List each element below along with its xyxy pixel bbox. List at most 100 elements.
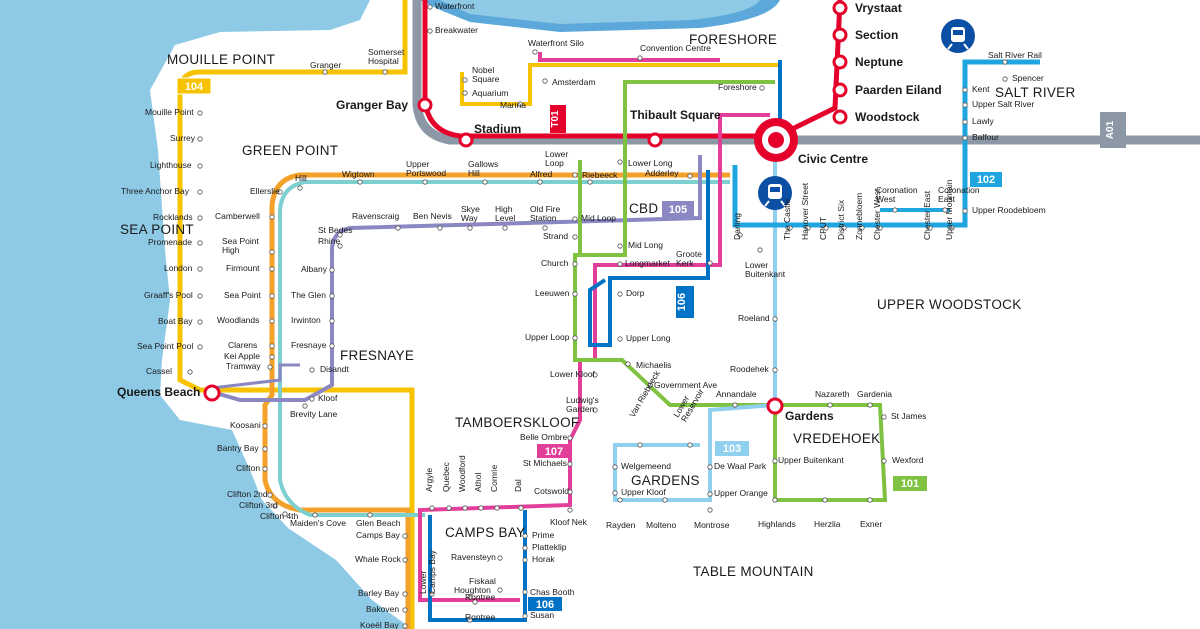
stop-dot[interactable] [402,591,408,597]
station-granger-bay[interactable] [417,97,433,113]
stop-dot[interactable] [787,225,793,231]
stop-dot[interactable] [881,458,887,464]
stop-dot[interactable] [859,225,865,231]
stop-dot[interactable] [472,599,478,605]
station-section[interactable] [832,27,848,43]
stop-dot[interactable] [867,497,873,503]
stop-dot[interactable] [572,291,578,297]
stop-dot[interactable] [382,69,388,75]
stop-dot[interactable] [367,512,373,518]
stop-dot[interactable] [827,402,833,408]
stop-dot[interactable] [687,173,693,179]
stop-dot[interactable] [269,249,275,255]
stop-dot[interactable] [759,85,765,91]
stop-dot[interactable] [572,216,578,222]
stop-dot[interactable] [567,507,573,513]
stop-dot[interactable] [329,267,335,273]
station-stadium[interactable] [458,132,474,148]
stop-dot[interactable] [309,396,315,402]
stop-dot[interactable] [822,497,828,503]
stop-dot[interactable] [962,87,968,93]
stop-dot[interactable] [402,607,408,613]
stop-dot[interactable] [927,225,933,231]
stop-dot[interactable] [687,442,693,448]
stop-dot[interactable] [197,319,203,325]
stop-dot[interactable] [494,505,500,511]
stop-dot[interactable] [269,318,275,324]
stop-dot[interactable] [567,435,573,441]
stop-dot[interactable] [429,505,435,511]
stop-dot[interactable] [647,382,653,388]
stop-dot[interactable] [542,78,548,84]
stop-dot[interactable] [567,489,573,495]
stop-dot[interactable] [962,102,968,108]
stop-dot[interactable] [197,136,203,142]
stop-dot[interactable] [197,110,203,116]
stop-dot[interactable] [197,293,203,299]
stop-dot[interactable] [772,497,778,503]
stop-dot[interactable] [478,505,484,511]
stop-dot[interactable] [612,490,618,496]
stop-dot[interactable] [592,407,598,413]
stop-dot[interactable] [572,172,578,178]
stop-dot[interactable] [841,225,847,231]
stop-dot[interactable] [612,464,618,470]
stop-dot[interactable] [772,367,778,373]
stop-dot[interactable] [637,442,643,448]
stop-dot[interactable] [269,214,275,220]
stop-dot[interactable] [867,402,873,408]
stop-dot[interactable] [542,225,548,231]
stop-dot[interactable] [272,503,278,509]
stop-dot[interactable] [707,491,713,497]
stop-dot[interactable] [309,367,315,373]
stop-dot[interactable] [707,260,713,266]
stop-dot[interactable] [617,336,623,342]
stop-dot[interactable] [617,261,623,267]
stop-dot[interactable] [1002,76,1008,82]
stop-dot[interactable] [942,207,948,213]
stop-dot[interactable] [962,119,968,125]
station-paarden-eiland[interactable] [832,82,848,98]
stop-dot[interactable] [962,208,968,214]
stop-dot[interactable] [537,179,543,185]
stop-dot[interactable] [518,505,524,511]
stop-dot[interactable] [522,589,528,595]
stop-dot[interactable] [197,344,203,350]
stop-dot[interactable] [625,361,631,367]
stop-dot[interactable] [197,215,203,221]
stop-dot[interactable] [297,185,303,191]
stop-dot[interactable] [497,555,503,561]
stop-dot[interactable] [662,497,668,503]
stop-dot[interactable] [427,28,433,34]
stop-dot[interactable] [262,423,268,429]
stop-dot[interactable] [522,545,528,551]
stop-dot[interactable] [757,247,763,253]
stop-dot[interactable] [502,225,508,231]
stop-dot[interactable] [522,557,528,563]
stop-dot[interactable] [329,318,335,324]
stop-dot[interactable] [262,446,268,452]
stop-dot[interactable] [277,189,283,195]
stop-dot[interactable] [269,293,275,299]
stop-dot[interactable] [522,533,528,539]
stop-dot[interactable] [282,511,288,517]
stop-dot[interactable] [617,497,623,503]
stop-dot[interactable] [532,49,538,55]
stop-dot[interactable] [429,591,435,597]
stop-dot[interactable] [197,240,203,246]
stop-dot[interactable] [262,466,268,472]
stop-dot[interactable] [772,458,778,464]
stop-dot[interactable] [329,343,335,349]
stop-dot[interactable] [267,364,273,370]
stop-dot[interactable] [522,613,528,619]
stop-dot[interactable] [462,77,468,83]
stop-dot[interactable] [881,414,887,420]
stop-dot[interactable] [467,594,473,600]
station-neptune[interactable] [832,54,848,70]
stop-dot[interactable] [707,464,713,470]
stop-dot[interactable] [592,372,598,378]
stop-dot[interactable] [892,207,898,213]
stop-dot[interactable] [312,512,318,518]
stop-dot[interactable] [877,225,883,231]
stop-dot[interactable] [467,225,473,231]
